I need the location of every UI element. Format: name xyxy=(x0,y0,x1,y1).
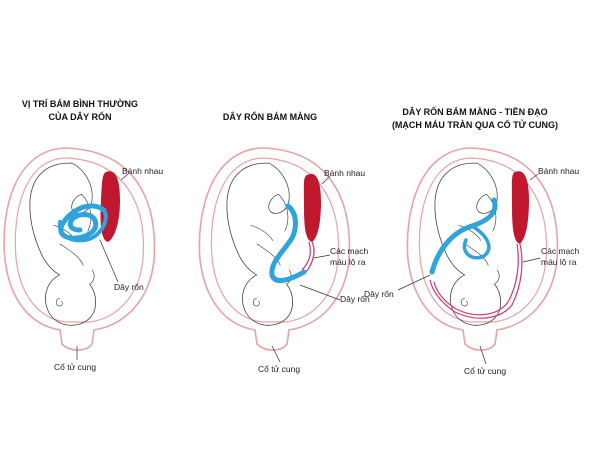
exposed-vessels xyxy=(301,241,315,273)
panel-2-cord-label: Dây rốn xyxy=(340,294,370,304)
panel-2-title-line-1: DÂY RỐN BÁM MÀNG xyxy=(222,112,318,122)
panel-3-placenta-label: Bánh nhau xyxy=(538,166,580,176)
umbilical-cord xyxy=(269,203,307,284)
panel-1-title-line-2: CỦA DÂY RỐN xyxy=(48,112,112,122)
umbilical-cord-loop xyxy=(57,208,108,243)
panel-3-vessels-label-line-1: Các mạch xyxy=(541,246,580,256)
panel-2-placenta-label: Bánh nhau xyxy=(324,168,366,178)
placenta xyxy=(100,171,120,242)
umbilical-cord xyxy=(58,203,107,241)
leader-line-cord xyxy=(397,274,431,291)
leader-line-cervix xyxy=(479,345,487,365)
panel-vasa-previa xyxy=(397,147,559,365)
leader-line-placenta xyxy=(321,175,331,185)
umbilical-cord-loop xyxy=(462,224,491,260)
panel-3-title-line-1: DÂY RỐN BÁM MÀNG - TIỀN ĐẠO xyxy=(402,107,548,117)
exposed-vessels xyxy=(429,243,523,319)
panel-2-cervix-label: Cổ tử cung xyxy=(258,364,301,374)
fetus-figure xyxy=(29,162,97,326)
panel-3-title-line-2: (MẠCH MÁU TRÀN QUA CỔ TỬ CUNG) xyxy=(391,120,559,130)
leader-line-vessels xyxy=(313,254,331,259)
panel-2-vessels-label-line-1: Các mạch xyxy=(330,246,369,256)
placenta xyxy=(511,171,529,244)
leader-line-placenta xyxy=(120,173,129,181)
panel-1-title-line-1: VỊ TRÍ BÁM BÌNH THƯỜNG xyxy=(21,99,139,109)
uterus-outline-inner xyxy=(210,157,340,323)
uterus-outline-outer xyxy=(198,147,351,351)
uterus-outline-inner xyxy=(418,157,548,323)
panel-1-cervix-label: Cổ tử cung xyxy=(54,362,97,372)
uterus-outline-outer xyxy=(406,147,559,351)
panel-3-cord-label: Dây rốn xyxy=(364,289,394,299)
leader-line-cord xyxy=(299,284,341,301)
leader-line-cord xyxy=(99,239,119,283)
placenta xyxy=(303,173,321,242)
uterus-outline-outer xyxy=(3,147,156,351)
panel-normal-insertion xyxy=(3,147,156,360)
panel-velamentous-insertion xyxy=(198,147,351,363)
panel-3-vessels-label-line-2: máu lộ ra xyxy=(541,257,577,267)
leader-line-vessels xyxy=(522,257,541,263)
leader-line-cervix xyxy=(271,345,281,363)
fetus-figure xyxy=(226,162,294,326)
panel-1-cord-label: Dây rốn xyxy=(114,282,144,292)
panel-1-placenta-label: Bánh nhau xyxy=(122,166,164,176)
panel-2-vessels-label-line-2: máu lộ ra xyxy=(330,257,366,267)
uterus-outline-inner xyxy=(14,157,145,323)
leader-line-placenta xyxy=(529,173,539,181)
panel-3-cervix-label: Cổ tử cung xyxy=(464,366,507,376)
